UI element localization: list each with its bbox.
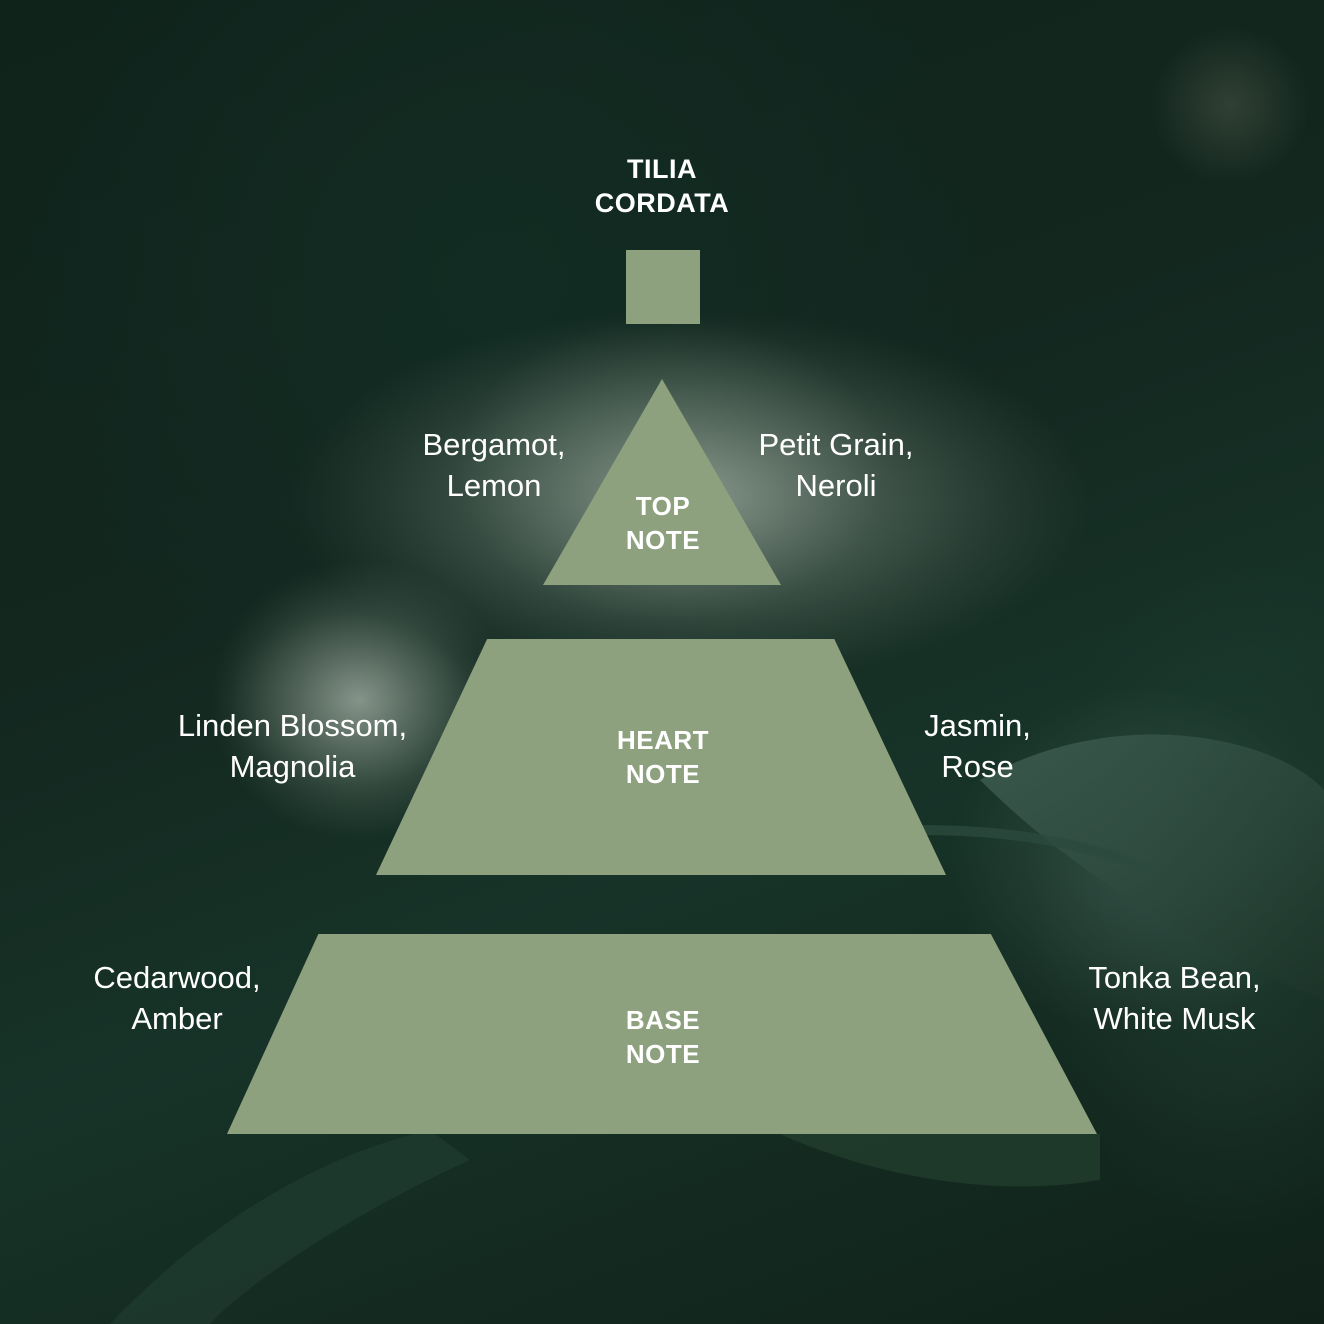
note-text: Petit Grain, [758,427,914,462]
note-text: Tonka Bean, [1088,960,1261,995]
top-note-label-line-1: TOP [635,491,691,521]
pyramid-cap-square [626,250,700,324]
note-text: Neroli [795,468,877,503]
base-notes-left: Cedarwood, Amber [66,957,288,1039]
heart-notes-right: Jasmin, Rose [890,705,1065,787]
note-text: Cedarwood, [93,960,261,995]
heart-note-label-line-1: HEART [616,725,710,755]
top-note-label-line-2: NOTE [625,525,701,555]
note-text: Amber [131,1001,223,1036]
top-notes-right: Petit Grain, Neroli [730,424,942,506]
fragrance-title: TILIA CORDATA [562,152,762,220]
top-notes-left: Bergamot, Lemon [394,424,594,506]
leaf-bottom-left [110,1130,470,1324]
base-notes-right: Tonka Bean, White Musk [1062,957,1287,1039]
pyramid-tier-heart [376,639,946,875]
note-text: Magnolia [229,749,356,784]
leaf-bottom-center [780,1134,1100,1187]
stem [919,825,1152,875]
base-note-label-line-1: BASE [625,1005,701,1035]
top-note-label: TOP NOTE [583,489,743,557]
note-text: White Musk [1093,1001,1256,1036]
base-note-label: BASE NOTE [583,1003,743,1071]
note-text: Rose [941,749,1014,784]
title-line-2: CORDATA [594,188,730,218]
heart-note-label-line-2: NOTE [625,759,701,789]
note-text: Linden Blossom, [177,708,408,743]
leaf-right [980,734,1324,1000]
pyramid-tier-base [227,934,1097,1134]
title-line-1: TILIA [627,154,697,184]
note-text: Bergamot, [422,427,566,462]
heart-notes-left: Linden Blossom, Magnolia [150,705,435,787]
note-text: Lemon [446,468,542,503]
base-note-label-line-2: NOTE [625,1039,701,1069]
note-text: Jasmin, [924,708,1031,743]
heart-note-label: HEART NOTE [583,723,743,791]
